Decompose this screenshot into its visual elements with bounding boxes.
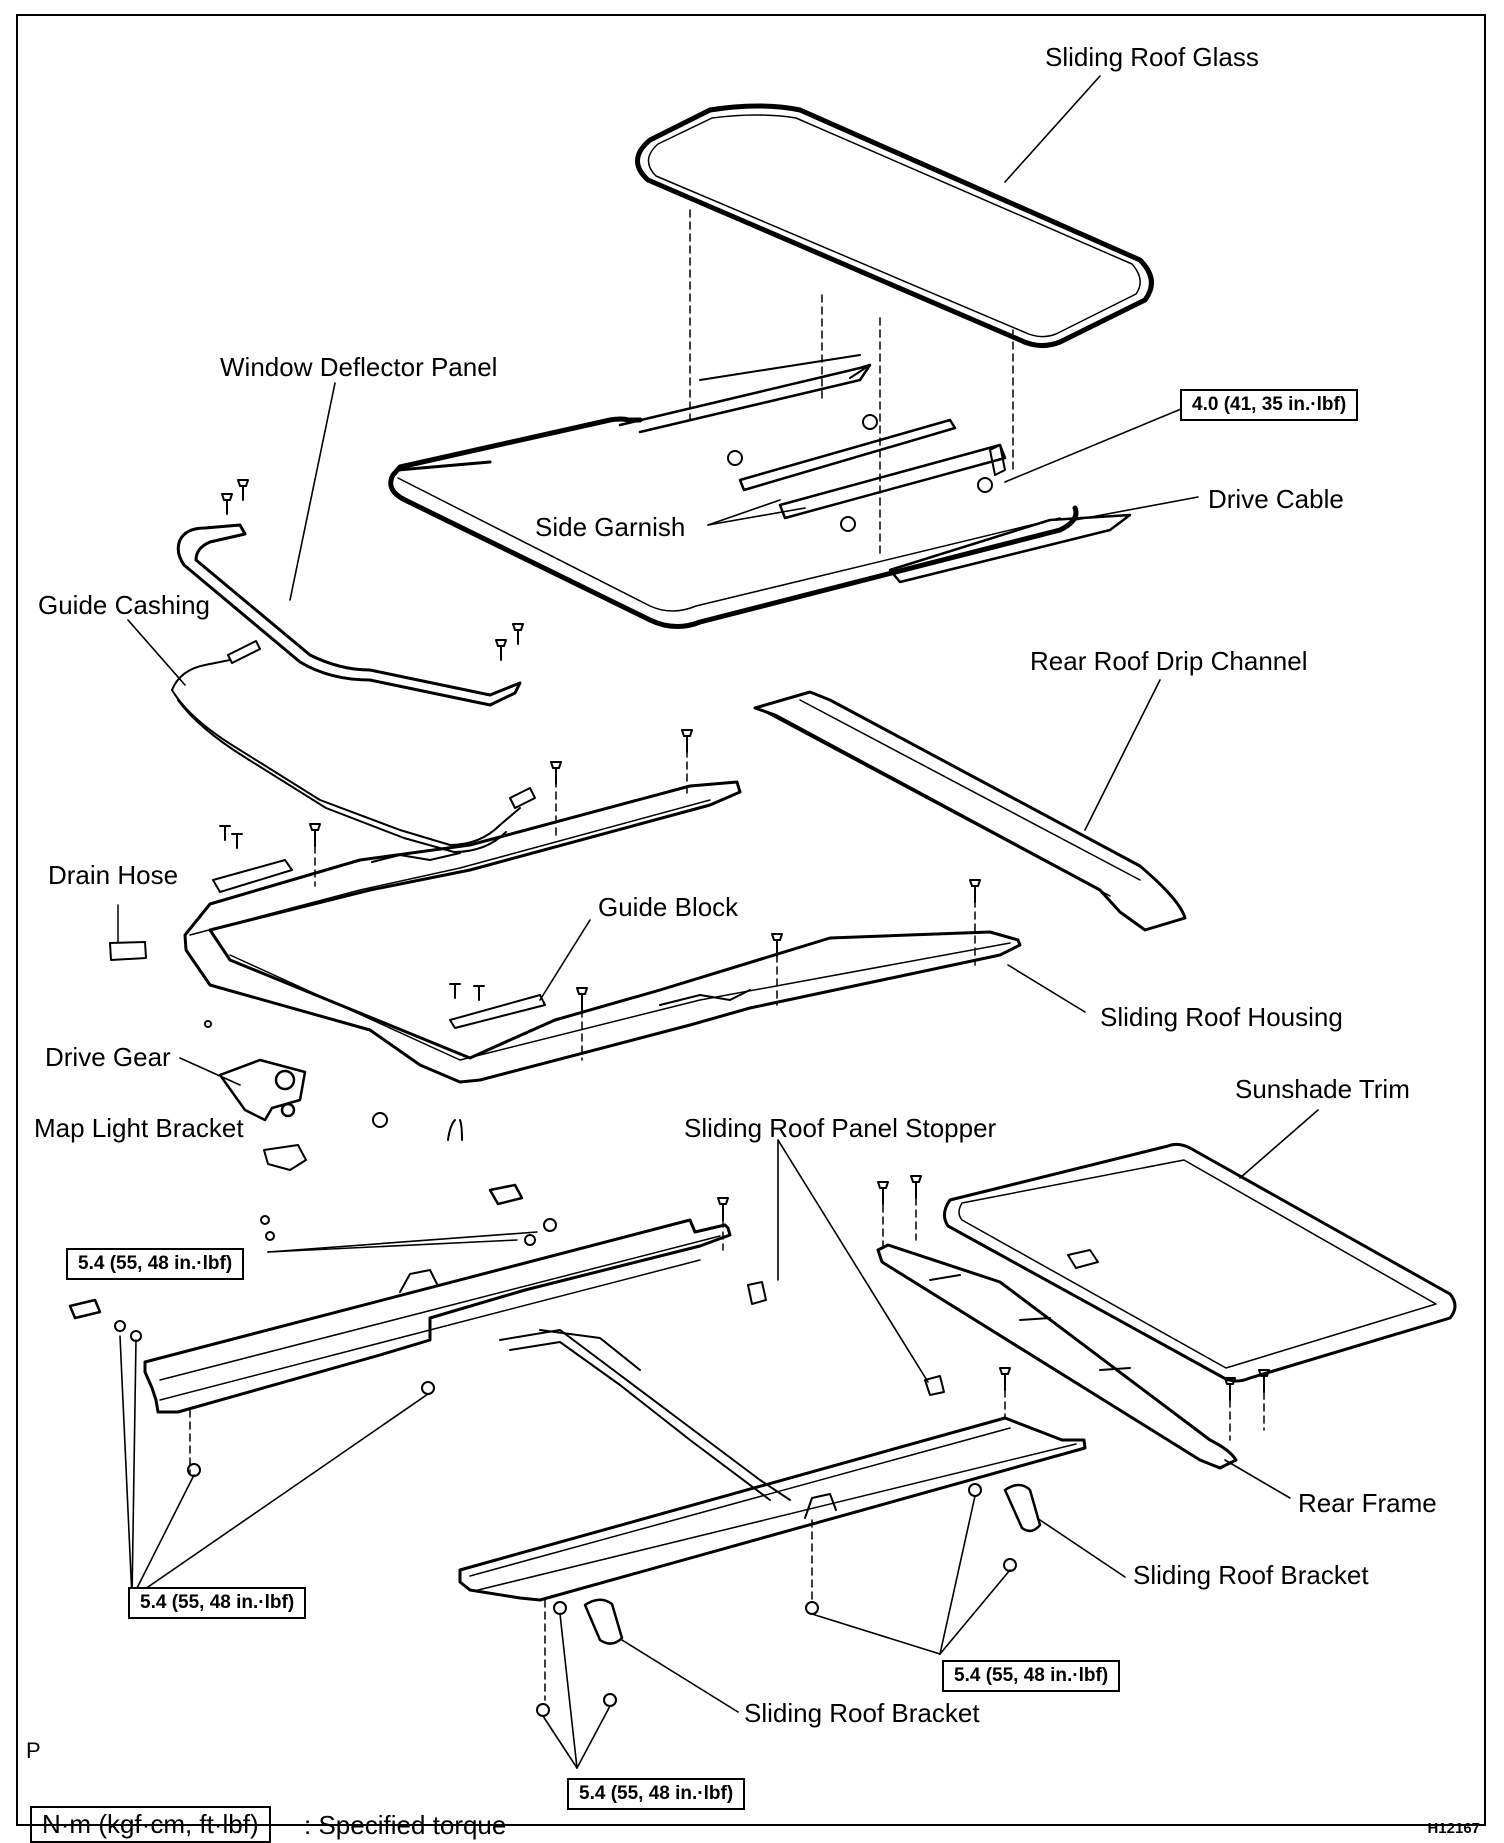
drive-gear-part [218, 1058, 307, 1122]
housing-dashed-lines [314, 749, 976, 1061]
drive-cable-frame [388, 354, 1132, 629]
label-guide-cashing: Guide Cashing [38, 590, 210, 620]
label-guide-block: Guide Block [598, 892, 739, 922]
side-garnish-parts [738, 418, 1007, 520]
torque-box-right-bracket: 5.4 (55, 48 in.·lbf) [942, 1660, 1121, 1692]
torque-box-left-rail: 5.4 (55, 48 in.·lbf) [128, 1587, 307, 1619]
label-sunshade-trim: Sunshade Trim [1235, 1074, 1410, 1104]
guide-cashing [171, 640, 536, 853]
sunshade-dashed-lines [189, 1197, 1265, 1701]
sliding-roof-housing [183, 780, 1022, 1084]
torque-box-glass: 4.0 (41, 35 in.·lbf) [1180, 389, 1359, 421]
label-rear-frame: Rear Frame [1298, 1488, 1437, 1518]
sliding-roof-bracket-parts [68, 1183, 1042, 1645]
label-sliding-roof-glass: Sliding Roof Glass [1045, 42, 1259, 72]
figure-id: H12167 [1427, 1820, 1480, 1837]
leader-lines [119, 75, 1319, 1769]
label-sliding-roof-housing: Sliding Roof Housing [1100, 1002, 1343, 1032]
deflector-screws [221, 479, 524, 661]
label-drain-hose: Drain Hose [48, 860, 179, 890]
housing-screws [219, 729, 981, 1011]
diagram-frame [16, 14, 1486, 1826]
label-map-light-bracket: Map Light Bracket [34, 1113, 244, 1143]
legend-torque-unit-box: N·m (kgf·cm, ft·lbf) [30, 1806, 271, 1843]
sunshade-trim [943, 1142, 1457, 1383]
nuts-and-bolts [114, 1215, 1017, 1717]
label-sliding-roof-bracket-bottom: Sliding Roof Bracket [744, 1698, 980, 1728]
label-side-garnish: Side Garnish [535, 512, 686, 542]
torque-box-bottom: 5.4 (55, 48 in.·lbf) [567, 1778, 746, 1810]
label-sliding-roof-bracket-right: Sliding Roof Bracket [1133, 1560, 1369, 1590]
sunshade-screws [717, 1175, 1270, 1401]
left-lower-rail [143, 1218, 732, 1414]
drain-hose-part [109, 904, 463, 1141]
label-drive-cable: Drive Cable [1208, 484, 1344, 514]
sliding-roof-glass [635, 103, 1154, 348]
torque-box-map-light: 5.4 (55, 48 in.·lbf) [66, 1248, 245, 1280]
label-sliding-roof-panel-stopper: Sliding Roof Panel Stopper [684, 1113, 997, 1143]
label-rear-roof-drip-channel: Rear Roof Drip Channel [1030, 646, 1308, 676]
small-brackets [204, 859, 546, 1171]
center-track [499, 1329, 791, 1501]
panel-stopper-pieces [747, 1281, 945, 1396]
legend-specified-torque: : Specified torque [304, 1810, 507, 1840]
label-drive-gear: Drive Gear [45, 1042, 171, 1072]
window-deflector-panel [176, 523, 522, 707]
glass-screws [727, 414, 993, 532]
page-marker: P [26, 1738, 41, 1763]
label-window-deflector-panel: Window Deflector Panel [220, 352, 498, 382]
glass-guide-lines [689, 209, 1014, 556]
rear-roof-drip-channel [753, 690, 1187, 932]
right-lower-rail [458, 1416, 1087, 1602]
rear-frame [876, 1243, 1238, 1470]
